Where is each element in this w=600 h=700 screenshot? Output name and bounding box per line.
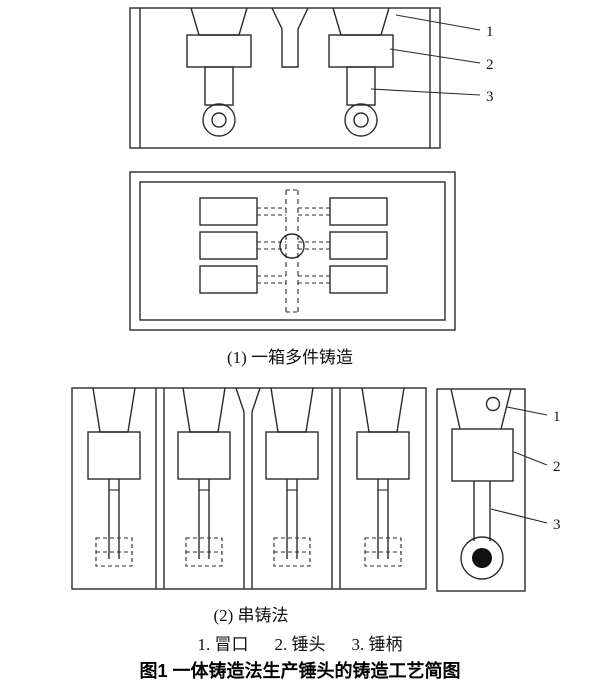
callout-leader-2 <box>513 451 548 466</box>
handle-boss-outer <box>460 536 504 580</box>
riser-shape <box>361 387 405 433</box>
hammer-head-shape <box>451 428 514 482</box>
stacked-casting <box>87 387 141 567</box>
legend-item-hammer-handle: 3. 锤柄 <box>351 635 403 654</box>
callout-label-head: 2 <box>486 57 494 73</box>
figure-title: 图1 一体铸造法生产锤头的铸造工艺简图 <box>139 661 461 681</box>
callout-leader-3 <box>490 508 548 524</box>
mold-cross-section-diagram: 1 2 3 <box>129 7 494 149</box>
callout-label-head: 2 <box>553 459 561 475</box>
hammer-head-shape <box>328 34 394 68</box>
mold-outline <box>436 388 526 592</box>
callout-label-riser: 1 <box>553 409 561 425</box>
riser-shape <box>190 7 248 36</box>
legend-item-riser: 1. 冒口 <box>197 635 249 654</box>
caption-method-1: (1) 一箱多件铸造 <box>226 348 354 367</box>
hammer-head-shape <box>177 431 231 480</box>
callout-leader-2 <box>389 48 481 64</box>
flask-inner-edge <box>139 181 446 321</box>
caption-method-2: (2) 串铸法 <box>213 606 289 625</box>
casting-cavity <box>329 197 388 226</box>
hammer-handle-shape <box>346 66 376 106</box>
hammer-head-shape <box>186 34 252 68</box>
handle-boss-outer <box>344 103 378 137</box>
riser-shape <box>92 387 136 433</box>
casting-cavity <box>329 265 388 294</box>
single-mold-section-diagram: 1 2 3 <box>436 388 561 592</box>
riser-shape <box>270 387 314 433</box>
stacked-casting <box>177 387 231 567</box>
riser-wall-left <box>450 388 461 430</box>
callout-leader-1 <box>395 14 481 31</box>
riser-shape <box>182 387 226 433</box>
casting-cavity <box>199 265 258 294</box>
callout-label-handle: 3 <box>553 517 561 533</box>
pour-funnel <box>251 387 261 413</box>
mold-block-outline <box>71 387 427 590</box>
callout-label-riser: 1 <box>486 24 494 40</box>
stacked-casting <box>265 387 319 567</box>
handle-hole <box>353 112 369 128</box>
handle-hole-filled <box>472 548 492 568</box>
legend-item-hammer-head: 2. 锤头 <box>274 635 326 654</box>
flask-outline <box>129 7 441 149</box>
hammer-casting-left <box>186 7 252 137</box>
parts-legend: 1. 冒口 2. 锤头 3. 锤柄 <box>0 630 600 655</box>
series-casting-diagram <box>71 387 427 590</box>
handle-hole <box>211 112 227 128</box>
flask-outer-edge <box>129 171 456 331</box>
riser-wall-right <box>500 388 512 430</box>
callout-label-handle: 3 <box>486 89 494 105</box>
hammer-head-shape <box>265 431 319 480</box>
casting-cavity <box>199 197 258 226</box>
riser-shape <box>332 7 390 36</box>
hammer-head-shape <box>356 431 410 480</box>
hammer-head-shape <box>87 431 141 480</box>
callout-leader-3 <box>370 88 481 96</box>
pour-funnel <box>235 387 245 413</box>
flask-top-view-diagram <box>129 171 456 331</box>
stacked-casting <box>356 387 410 567</box>
casting-cavity <box>199 231 258 260</box>
hammer-casting-right <box>328 7 394 137</box>
handle-boss-outer <box>202 103 236 137</box>
callout-leader-1 <box>506 406 548 416</box>
sprue-circle <box>279 233 305 259</box>
riser-vent-circle <box>485 396 501 412</box>
casting-cavity <box>329 231 388 260</box>
hammer-handle-shape <box>204 66 234 106</box>
sprue-channel <box>271 7 309 68</box>
